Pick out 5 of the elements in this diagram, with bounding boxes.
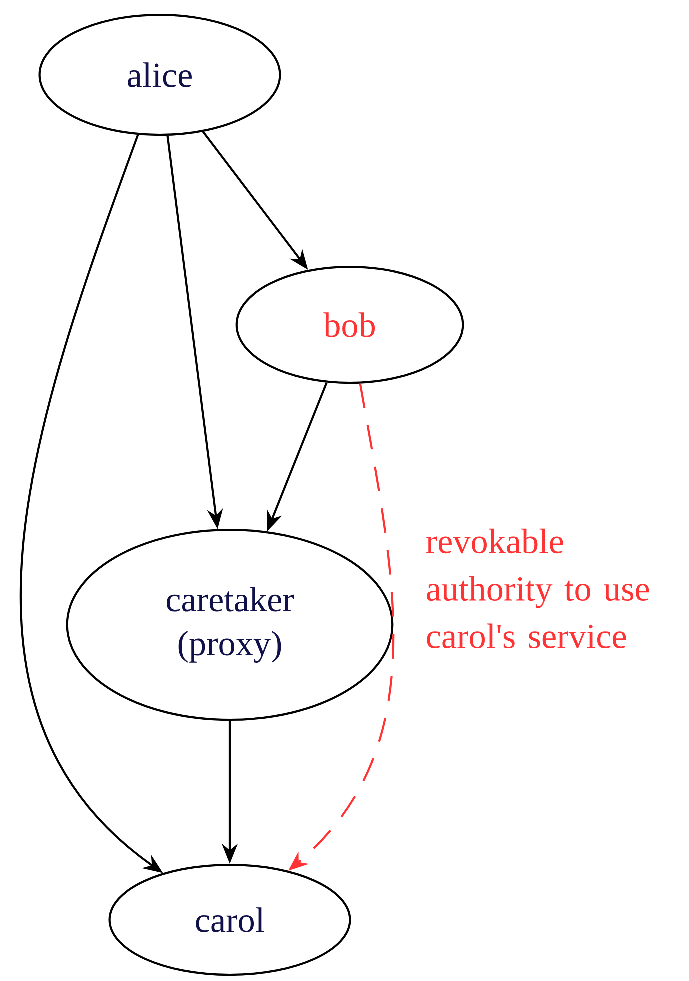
ellipse-node: alice bbox=[38, 14, 282, 136]
ellipse-node: carol bbox=[108, 864, 352, 976]
ellipse-node: caretaker (proxy) bbox=[66, 528, 394, 722]
ellipse-node: bob bbox=[236, 266, 464, 384]
edge-label: revokable authority to use carol's service bbox=[422, 525, 689, 652]
